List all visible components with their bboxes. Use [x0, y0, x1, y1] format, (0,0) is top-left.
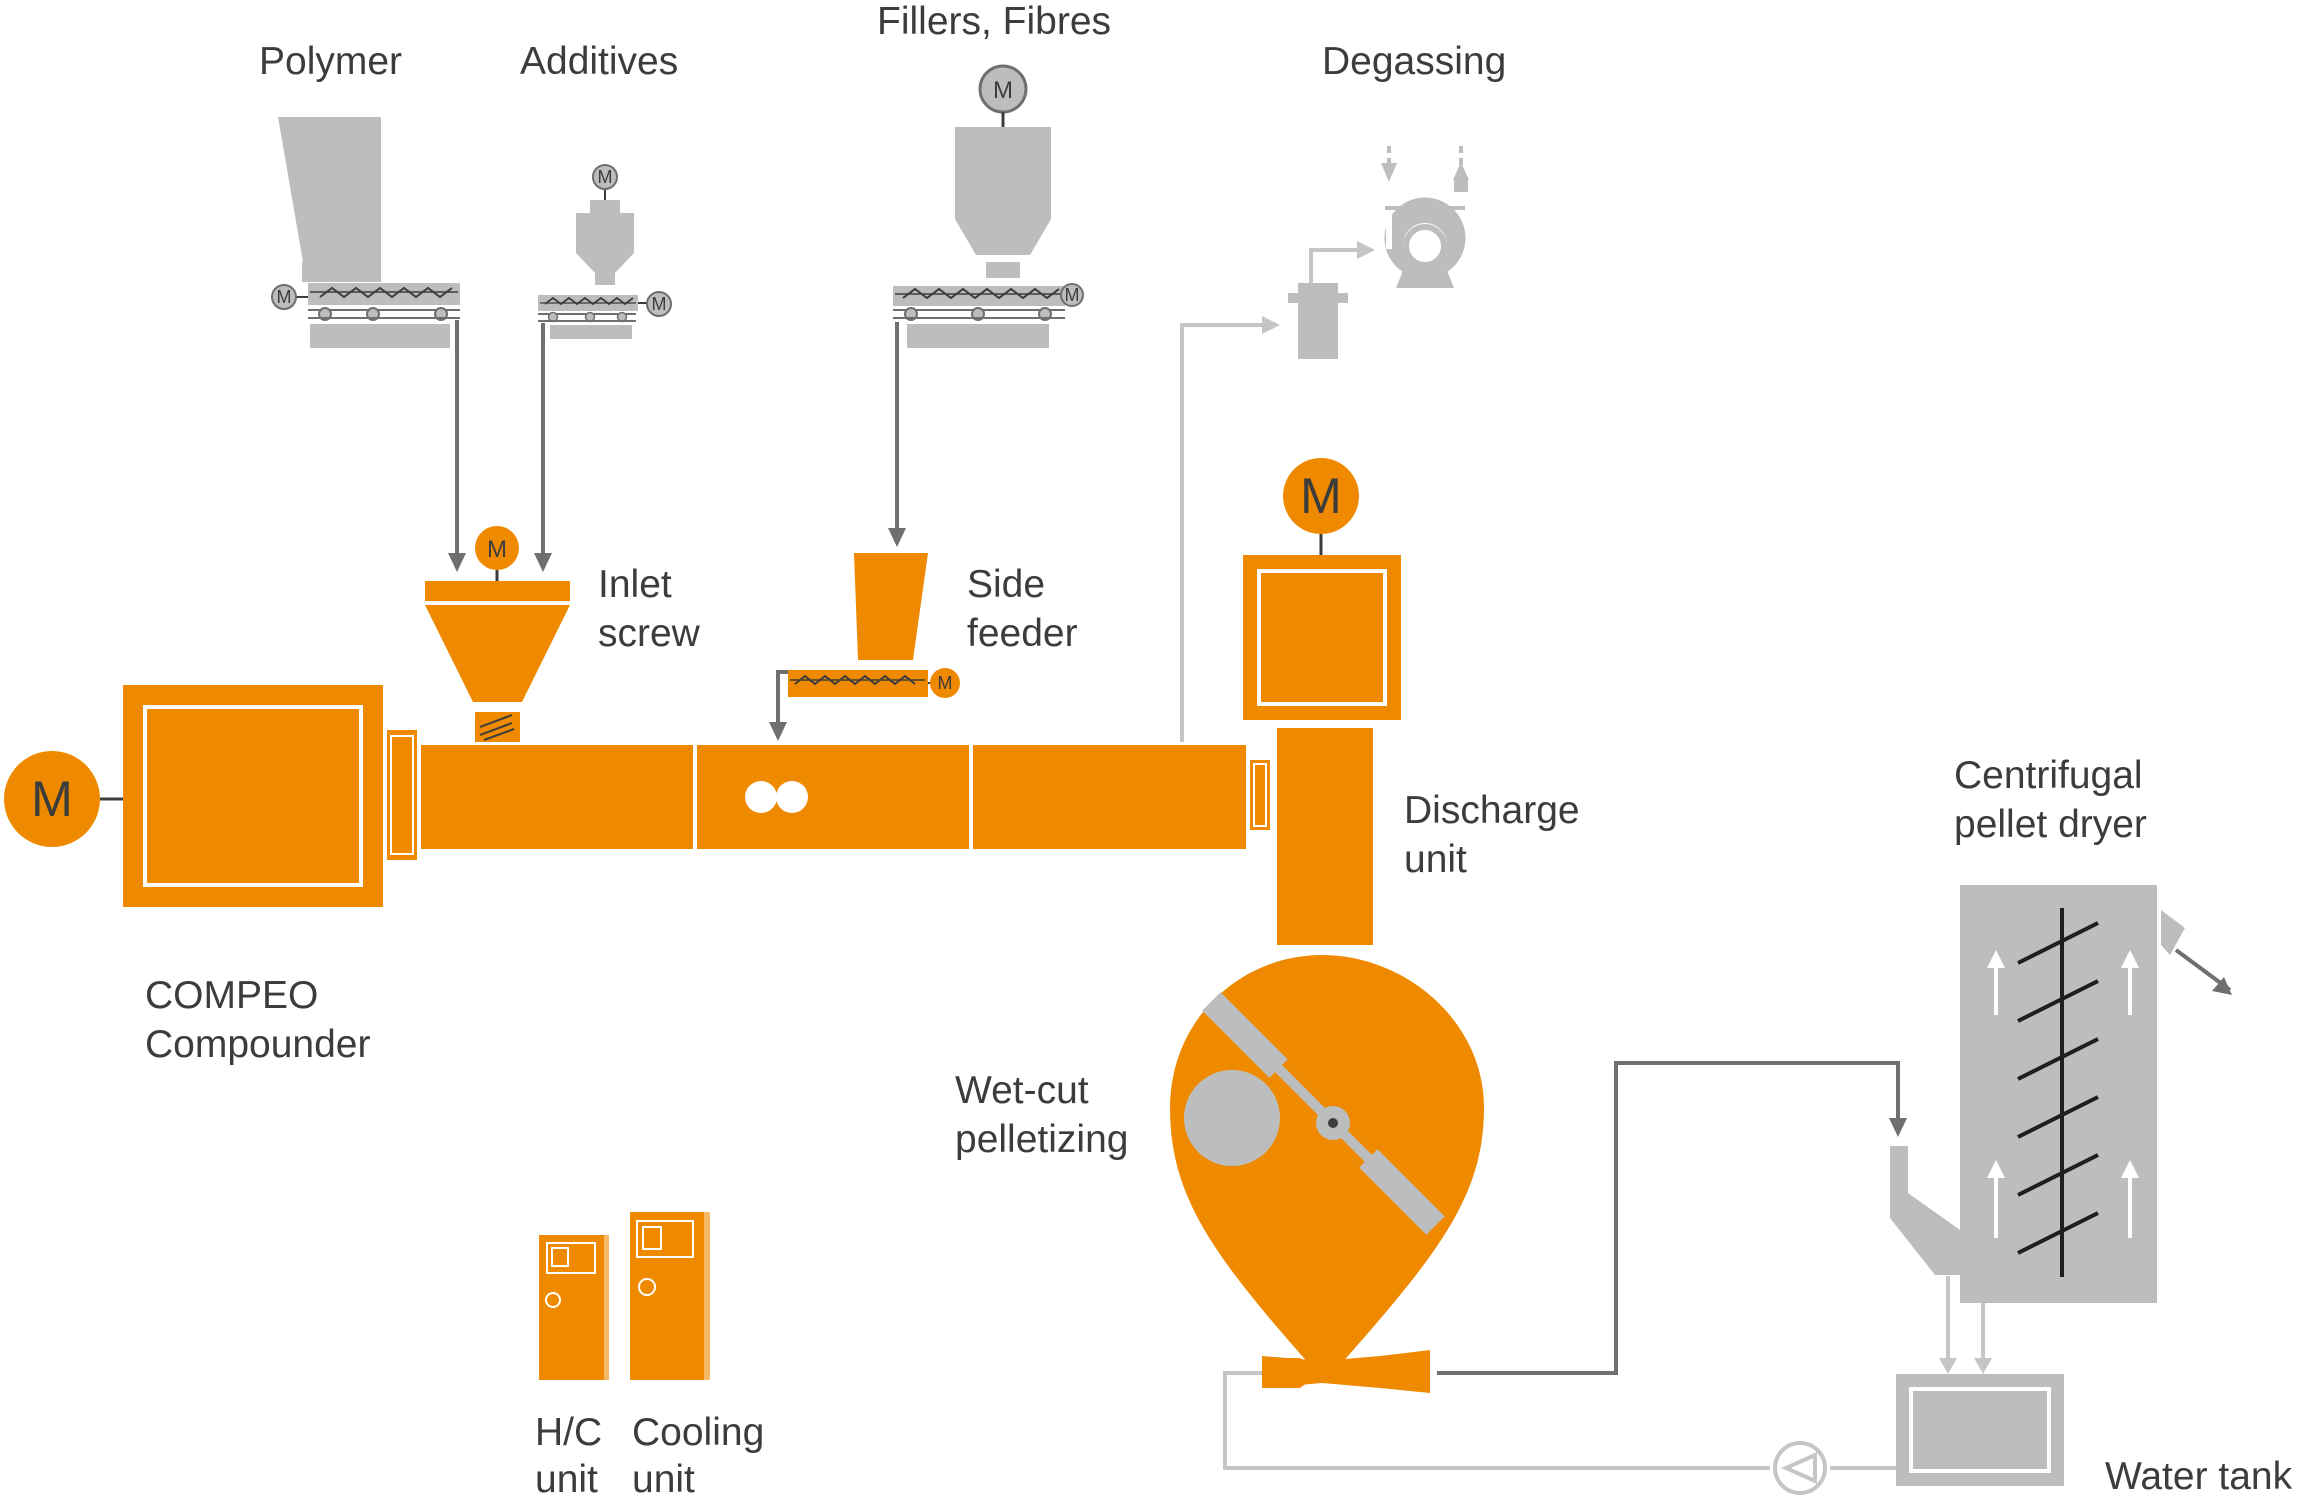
degassing-line [1180, 248, 1358, 742]
fillers-feeder: M M [893, 64, 1084, 348]
motor-icon: M [978, 64, 1028, 114]
centrifugal-pellet-dryer [1890, 885, 2232, 1303]
svg-text:M: M [1300, 468, 1342, 524]
polymer-feeder: M [271, 117, 460, 348]
flow-arrow-icon [448, 553, 466, 572]
labels: Polymer Additives Fillers, Fibres Degass… [145, 0, 2293, 1501]
discharge-unit: M [1243, 458, 1401, 945]
label-compounder-2: Compounder [145, 1023, 370, 1066]
flow-arrow-icon [1381, 163, 1397, 182]
label-cooling-unit-2: unit [632, 1458, 695, 1501]
hc-unit-cabinet [539, 1235, 609, 1380]
vacuum-pump-icon [1384, 197, 1466, 288]
flow-arrow-icon [1974, 1358, 1992, 1374]
motor-icon: M [475, 526, 519, 570]
degassing-arrowheads [1262, 241, 1375, 334]
flow-arrow-icon [1889, 1118, 1907, 1137]
wet-cut-pelletizer [1170, 955, 1484, 1393]
flow-arrow-icon [1939, 1358, 1957, 1374]
label-degassing: Degassing [1322, 40, 1506, 83]
screw-conveyor-icon [310, 286, 458, 299]
flow-arrow-icon [1357, 241, 1375, 259]
svg-text:M: M [652, 294, 667, 314]
flow-arrow-icon [534, 553, 552, 572]
label-dryer-2: pellet dryer [1954, 803, 2147, 846]
flow-arrow-icon [888, 528, 906, 547]
label-water-tank: Water tank [2105, 1455, 2293, 1498]
label-compounder-1: COMPEO [145, 974, 318, 1017]
side-feeder: M [788, 553, 960, 698]
motor-icon: M [1060, 283, 1084, 307]
twin-screw-icon [745, 781, 777, 813]
label-hc-unit-1: H/C [535, 1411, 602, 1454]
cutter-blade-icon [1202, 992, 1445, 1235]
additives-feeder: M M [538, 164, 672, 339]
label-wet-cut-2: pelletizing [955, 1118, 1128, 1161]
svg-text:M: M [993, 77, 1013, 104]
degassing-unit [1288, 146, 1469, 359]
svg-text:M: M [1065, 285, 1080, 305]
label-discharge-unit-1: Discharge [1404, 789, 1580, 832]
label-inlet-screw-2: screw [598, 612, 701, 655]
svg-text:M: M [487, 536, 507, 563]
label-inlet-screw-1: Inlet [598, 563, 672, 606]
feed-arrowheads [448, 528, 1907, 1137]
barrel-section-2 [697, 745, 969, 849]
svg-text:M: M [277, 287, 292, 307]
motor-icon: M [930, 668, 960, 698]
svg-text:M: M [938, 673, 953, 693]
airflow-arrows [1987, 950, 2139, 1238]
label-additives: Additives [520, 40, 678, 83]
label-discharge-unit-2: unit [1404, 838, 1467, 881]
circulation-pump-icon [1773, 1441, 1827, 1495]
water-arrowheads [1939, 1358, 1992, 1374]
svg-text:M: M [31, 771, 73, 827]
gearbox [123, 685, 383, 907]
material-feed-lines [455, 320, 1900, 1375]
barrel-section-1 [421, 745, 693, 849]
label-dryer-1: Centrifugal [1954, 754, 2143, 797]
label-cooling-unit-1: Cooling [632, 1411, 764, 1454]
label-fillers: Fillers, Fibres [877, 0, 1111, 43]
barrel-section-3 [973, 745, 1246, 849]
cooling-unit-cabinet [630, 1212, 710, 1380]
motor-icon: M [646, 291, 672, 317]
motor-icon: M [592, 164, 618, 190]
flow-arrow-icon [1453, 162, 1469, 180]
water-circuit-lines [1223, 1276, 1985, 1470]
motor-icon: M [4, 751, 100, 847]
compounder-extruder: M [4, 685, 1270, 907]
flow-arrow-icon [769, 722, 787, 741]
label-polymer: Polymer [259, 40, 402, 83]
motor-icon: M [1283, 458, 1359, 534]
label-hc-unit-2: unit [535, 1458, 598, 1501]
water-tank [1896, 1374, 2064, 1486]
rotor-blades [2017, 921, 2099, 1255]
svg-text:M: M [598, 167, 613, 187]
label-wet-cut-1: Wet-cut [955, 1069, 1089, 1112]
label-side-feeder-1: Side [967, 563, 1045, 606]
motor-icon: M [271, 284, 297, 310]
inlet-screw: M [425, 526, 570, 742]
flow-arrow-icon [1262, 316, 1280, 334]
flow-arrow-icon [2212, 977, 2232, 995]
label-side-feeder-2: feeder [967, 612, 1078, 655]
